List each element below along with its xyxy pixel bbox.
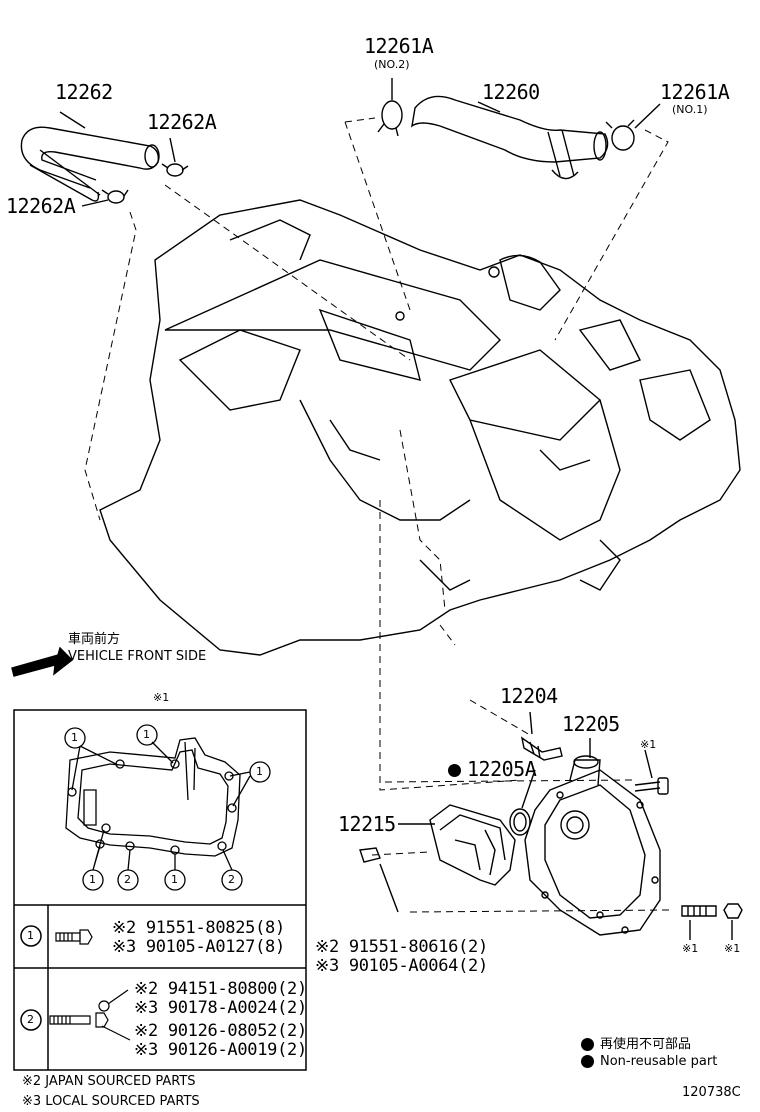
inset-circle-1a: 1	[71, 731, 78, 744]
callout-12262A-top: 12262A	[147, 110, 217, 134]
callout-12261A-no2: 12261A	[364, 34, 434, 58]
inset-title: ※1	[153, 691, 170, 704]
bullet-icon	[581, 1038, 594, 1051]
legend-row1-line1: ※2 91551-80825(8)	[112, 918, 285, 938]
callout-12262: 12262	[55, 80, 113, 104]
water-outlet-cover-12205	[524, 755, 661, 936]
legend-row2-index: 2	[27, 1013, 34, 1026]
callout-12205A: 12205A	[448, 757, 537, 781]
callout-12262A-left: 12262A	[6, 194, 76, 218]
note-japan-sourced: ※2 JAPAN SOURCED PARTS	[22, 1074, 196, 1089]
gasket-12205A	[509, 808, 531, 836]
callout-12260: 12260	[482, 80, 540, 104]
legend-nonreusable-en: Non-reusable part	[581, 1054, 717, 1069]
note-local-sourced: ※3 LOCAL SOURCED PARTS	[22, 1094, 200, 1109]
bolt-part-line-1: ※2 91551-80616(2)	[315, 937, 488, 957]
ref1-bolt-right: ※1	[640, 738, 657, 751]
housing-12215	[429, 804, 516, 886]
clamp-12262A-left	[101, 189, 129, 204]
legend-row1-line2: ※3 90105-A0127(8)	[112, 937, 285, 957]
inset-circle-1b: 1	[143, 728, 150, 741]
hose-12262	[20, 126, 160, 202]
callout-12215: 12215	[338, 812, 396, 836]
inset-circle-1c: 1	[256, 765, 263, 778]
inset-circle-1e: 1	[171, 873, 178, 886]
legend-bolt-drawings	[49, 929, 131, 1041]
engine-block	[99, 199, 741, 656]
vehicle-front-en: VEHICLE FRONT SIDE	[68, 649, 207, 664]
bolt-right	[634, 777, 669, 795]
inset-circle-2a: 2	[124, 873, 131, 886]
stud-bolt	[681, 905, 717, 917]
legend-nonreusable-jp: 再使用不可部品	[581, 1033, 691, 1052]
legend-row2-line3: ※2 90126-08052(2)	[134, 1021, 307, 1041]
callout-12261A-no1: 12261A	[660, 80, 730, 104]
vehicle-front-arrow	[11, 646, 74, 677]
bolt-left	[359, 847, 381, 863]
ref1-nut: ※1	[724, 942, 741, 955]
hose-12260	[411, 95, 609, 180]
clamp-12261A-no2	[377, 100, 403, 137]
sensor-12204	[520, 736, 563, 761]
illustration-code: 120738C	[682, 1085, 741, 1100]
vehicle-front-jp: 車両前方	[68, 632, 121, 647]
legend-row2-line1: ※2 94151-80800(2)	[134, 979, 307, 999]
callout-12205: 12205	[562, 712, 620, 736]
legend-row1-index: 1	[27, 929, 34, 942]
ref1-stud: ※1	[682, 942, 699, 955]
inset-circle-1d: 1	[89, 873, 96, 886]
inset-gasket-drawing	[64, 724, 271, 891]
inset-circle-2b: 2	[228, 873, 235, 886]
nut	[723, 903, 743, 919]
legend-row2-line2: ※3 90178-A0024(2)	[134, 998, 307, 1018]
callout-no2-label: (NO.2)	[374, 58, 410, 71]
clamp-12261A-no1	[605, 119, 635, 151]
callout-no1-label: (NO.1)	[672, 103, 708, 116]
nonreusable-bullet-icon	[448, 764, 461, 777]
clamp-12262A-top	[161, 163, 189, 177]
callout-12204: 12204	[500, 684, 558, 708]
legend-row2-line4: ※3 90126-A0019(2)	[134, 1040, 307, 1060]
bolt-part-line-2: ※3 90105-A0064(2)	[315, 956, 488, 976]
bullet-icon	[581, 1055, 594, 1068]
